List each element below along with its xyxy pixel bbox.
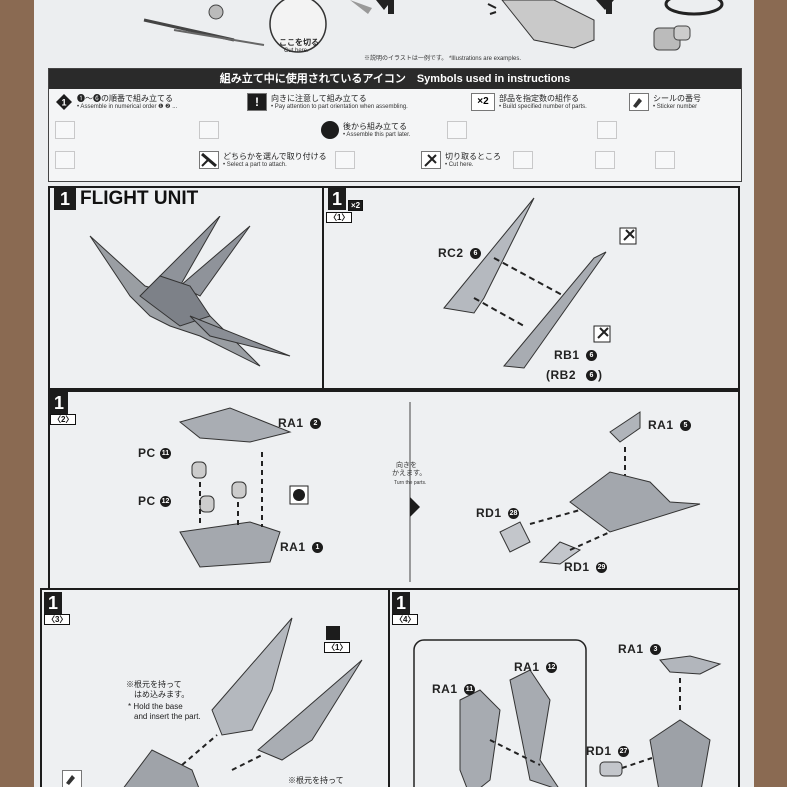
substep-3-label: 〈3〉: [44, 614, 71, 625]
part-label-rd1-28: RD1: [476, 506, 502, 520]
assemble-later-en: • Assemble this part later.: [343, 132, 411, 138]
part-label-rb1: RB1: [554, 348, 580, 362]
select-part-icon: [199, 151, 219, 169]
substep-4-number: 1: [392, 592, 410, 614]
top-diagram: [143, 0, 724, 53]
substep-2-diagram: [178, 402, 701, 582]
part-label-ra1-1: RA1: [280, 540, 306, 554]
faded-icon-2: [199, 121, 219, 139]
part-number-pc12: 12: [160, 496, 171, 507]
orientation-jp: 向きに注意して組み立てる: [271, 94, 367, 103]
step1-flight-unit-panel: 1 FLIGHT UNIT: [48, 186, 324, 390]
part-label-rd1-27: RD1: [586, 744, 612, 758]
sticker-icon-step3: [62, 770, 82, 787]
turn-parts-jp-1: 向きを: [396, 462, 417, 469]
orientation-en: • Pay attention to part orientation when…: [271, 104, 408, 110]
part-number-rd1-27: 27: [618, 746, 629, 757]
substep-1-diagram: [443, 197, 637, 369]
build-multiple-jp: 部品を指定数の組作る: [499, 94, 579, 103]
instruction-sheet: ここを切る Cut here. ※説明のイラストは一例です。 *Illustra…: [34, 0, 754, 787]
hold-base-jp-2: はめ込みます。: [134, 690, 190, 699]
assemble-later-jp: 後から組み立てる: [343, 122, 407, 131]
svg-text:1: 1: [61, 98, 66, 108]
substep-4-diagram: [413, 639, 722, 787]
step-number: 1: [54, 188, 76, 210]
part-number-ra1-5: 5: [680, 420, 691, 431]
sticker-en: • Sticker number: [653, 104, 698, 110]
hold-base-jp-1: ※根元を持って: [126, 680, 182, 689]
substep-1-count: ×2: [348, 200, 364, 211]
faded-icon-5: [55, 151, 75, 169]
faded-icon-3: [447, 121, 467, 139]
part-number-ra1-12: 12: [546, 662, 557, 673]
part-number-ra1-1: 1: [312, 542, 323, 553]
cut-here-en: Cut here.: [284, 48, 309, 54]
substep-1-panel: 1 ×2 〈1〉 RC2 6 RB1 6 (RB2 6 ): [322, 186, 740, 390]
hold-base-en-1: * Hold the base: [128, 702, 183, 711]
part-label-rd1-29: RD1: [564, 560, 590, 574]
build-multiple-icon: ×2: [471, 93, 495, 111]
assemble-order-icon: 1: [55, 93, 73, 111]
step-title: FLIGHT UNIT: [80, 188, 199, 209]
part-label-pc11: PC: [138, 446, 156, 460]
select-part-en: • Select a part to attach.: [223, 162, 287, 168]
symbols-header: 組み立て中に使用されているアイコン Symbols used in instru…: [49, 69, 741, 89]
part-label-ra1-11: RA1: [432, 682, 458, 696]
part-number-rc2: 6: [470, 248, 481, 259]
hold-base-en-2: and insert the part.: [134, 712, 201, 721]
part-number-ra1-11: 11: [464, 684, 475, 695]
part-label-ra1-12: RA1: [514, 660, 540, 674]
part-number-pc11: 11: [160, 448, 171, 459]
part-label-rc2: RC2: [438, 246, 464, 260]
part-label-pc12: PC: [138, 494, 156, 508]
cut-jp: 切り取るところ: [445, 152, 501, 161]
substep-4-panel: 1 〈4〉 RA1 3 RA1 12 RA1 11 RD1 27: [388, 588, 740, 787]
part-label-ra1-3: RA1: [618, 642, 644, 656]
faded-icon-1: [55, 121, 75, 139]
symbols-legend: 組み立て中に使用されているアイコン Symbols used in instru…: [48, 68, 742, 182]
faded-icon-9: [655, 151, 675, 169]
substep-2-label: 〈2〉: [50, 414, 77, 425]
faded-icon-4: [597, 121, 617, 139]
cut-here-jp: ここを切る: [279, 38, 319, 47]
assemble-order-en: • Assemble in numerical order ❶ ❷ ...: [77, 104, 178, 110]
hold-base-jp-second: ※根元を持って: [288, 776, 344, 785]
part-label-rb2-close: ): [598, 368, 603, 382]
sticker-icon: [629, 93, 649, 111]
part-number-ra1-3: 3: [650, 644, 661, 655]
part-label-ra1-2: RA1: [278, 416, 304, 430]
substep-3-number: 1: [44, 592, 62, 614]
ref-substep-label: 〈1〉: [324, 642, 351, 653]
substep-2-number: 1: [50, 392, 68, 414]
select-part-jp: どちらかを選んで取り付ける: [223, 152, 327, 161]
top-illustration-strip: ここを切る Cut here. ※説明のイラストは一例です。 *Illustra…: [34, 0, 754, 62]
part-label-rb2: (RB2: [546, 368, 577, 382]
assemble-order-jp: ❶～❻の順番で組み立てる: [77, 94, 173, 103]
illustration-note: ※説明のイラストは一例です。 *Illustrations are exampl…: [364, 56, 521, 62]
turn-parts-en: Turn the parts.: [394, 480, 427, 486]
faded-icon-7: [513, 151, 533, 169]
substep-4-label: 〈4〉: [392, 614, 419, 625]
build-multiple-en: • Build specified number of parts.: [499, 104, 587, 110]
part-number-rd1-28: 28: [508, 508, 519, 519]
substep-1-label: 〈1〉: [326, 212, 353, 223]
faded-icon-8: [595, 151, 615, 169]
sticker-jp: シールの番号: [653, 94, 701, 103]
assemble-later-icon: [321, 121, 339, 139]
cut-en: • Cut here.: [445, 162, 474, 168]
part-number-rb1: 6: [586, 350, 597, 361]
cut-icon: [421, 151, 441, 169]
part-number-ra1-2: 2: [310, 418, 321, 429]
faded-icon-6: [335, 151, 355, 169]
part-label-ra1-5: RA1: [648, 418, 674, 432]
substep-3-panel: 1 〈3〉 〈1〉 ※根元を持って はめ込みます。 * Hold the bas…: [40, 588, 390, 787]
substep-2-panel: 1 〈2〉 RA1 2 PC 11 PC 12 R: [48, 390, 740, 590]
substep-3-diagram: [123, 617, 363, 787]
part-number-rd1-29: 29: [596, 562, 607, 573]
part-number-rb2: 6: [586, 370, 597, 381]
turn-parts-jp-2: かえます。: [392, 470, 427, 477]
substep-1-number: 1: [328, 188, 346, 210]
flight-unit-diagram: [89, 216, 291, 367]
orientation-icon: !: [247, 93, 267, 111]
